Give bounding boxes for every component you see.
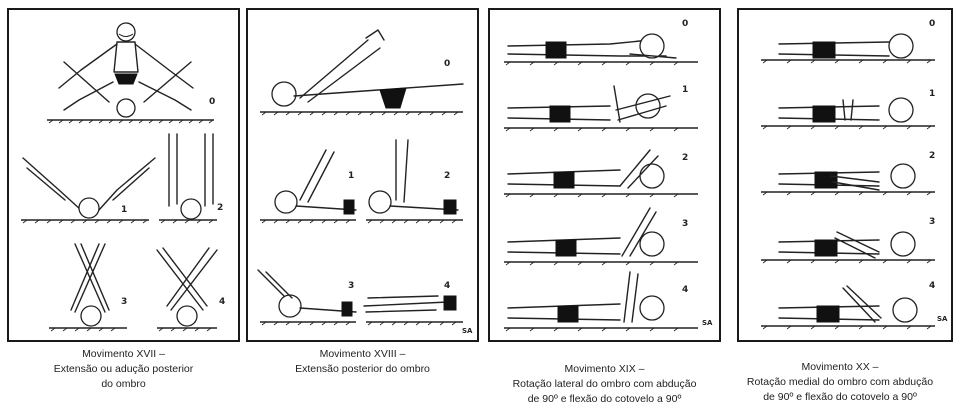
position-number-4: 4 <box>444 282 450 291</box>
position-number-4: 4 <box>929 282 935 291</box>
caption-movimento-xviii: Movimento XVIII – Extensão posterior do … <box>246 347 479 377</box>
position-number-2: 2 <box>217 204 223 213</box>
caption-line: Rotação medial do ombro com abdução <box>722 375 958 390</box>
position-number-2: 2 <box>444 172 450 181</box>
exercise-illustration-xviii <box>248 10 477 340</box>
artist-signature: SA <box>462 328 472 335</box>
caption-movimento-xvii: Movimento XVII – Extensão ou adução post… <box>7 347 240 392</box>
artist-signature: SA <box>937 316 947 323</box>
caption-title: Movimento XIX – <box>478 362 731 377</box>
panel-movimento-xix: 0 1 2 3 4 SA <box>488 8 721 342</box>
position-number-0: 0 <box>209 98 215 107</box>
caption-title: Movimento XVII – <box>7 347 240 362</box>
position-number-1: 1 <box>682 86 688 95</box>
position-number-0: 0 <box>444 60 450 69</box>
position-number-3: 3 <box>121 298 127 307</box>
position-number-1: 1 <box>121 206 127 215</box>
exercise-illustration-xvii <box>9 10 238 340</box>
exercise-illustration-xx <box>739 10 951 340</box>
caption-line: de 90º e flexão do cotovelo a 90º <box>478 392 731 407</box>
caption-movimento-xix: Movimento XIX – Rotação lateral do ombro… <box>478 362 731 407</box>
position-number-2: 2 <box>682 154 688 163</box>
artist-signature: SA <box>702 320 712 327</box>
position-number-0: 0 <box>929 20 935 29</box>
caption-line: Rotação lateral do ombro com abdução <box>478 377 731 392</box>
caption-title: Movimento XX – <box>722 360 958 375</box>
caption-line: Extensão ou adução posterior <box>7 362 240 377</box>
caption-line: do ombro <box>7 377 240 392</box>
caption-movimento-xx: Movimento XX – Rotação medial do ombro c… <box>722 360 958 405</box>
position-number-1: 1 <box>929 90 935 99</box>
position-number-2: 2 <box>929 152 935 161</box>
position-number-1: 1 <box>348 172 354 181</box>
panel-movimento-xviii: 0 1 2 3 4 SA <box>246 8 479 342</box>
position-number-3: 3 <box>929 218 935 227</box>
caption-line: Extensão posterior do ombro <box>246 362 479 377</box>
position-number-3: 3 <box>348 282 354 291</box>
position-number-0: 0 <box>682 20 688 29</box>
position-number-4: 4 <box>682 286 688 295</box>
position-number-3: 3 <box>682 220 688 229</box>
panel-movimento-xvii: 0 1 2 3 4 <box>7 8 240 342</box>
caption-title: Movimento XVIII – <box>246 347 479 362</box>
position-number-4: 4 <box>219 298 225 307</box>
panel-movimento-xx: 0 1 2 3 4 SA <box>737 8 953 342</box>
caption-line: de 90º e flexão do cotovelo a 90º <box>722 390 958 405</box>
